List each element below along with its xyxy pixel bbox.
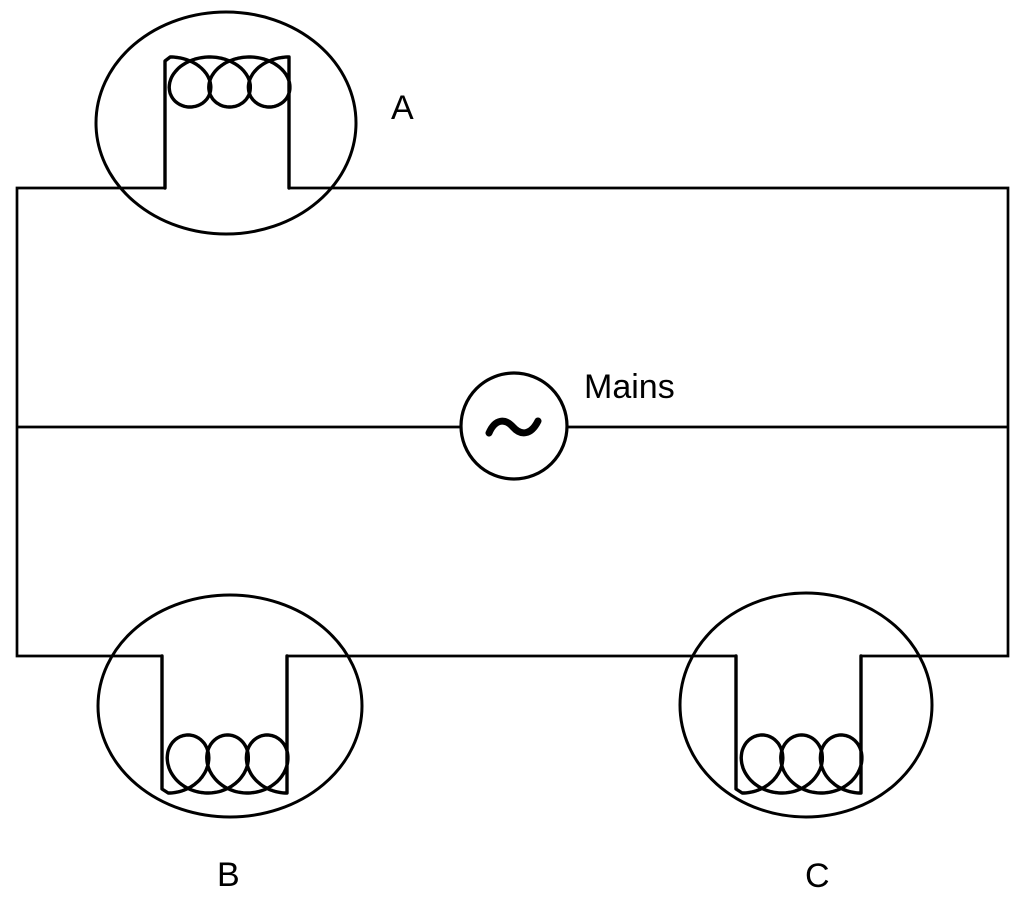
lamp-b-filament-icon	[160, 654, 290, 795]
lamp-a-label: A	[391, 89, 414, 127]
lamp-b-label: B	[217, 856, 240, 894]
lamp-a-bulb	[94, 10, 358, 236]
lamp-c-bulb	[678, 591, 934, 819]
mains-label: Mains	[584, 368, 675, 406]
lamp-c-label: C	[805, 857, 830, 895]
lamp-a-filament-icon	[163, 55, 292, 190]
lamp-b-bulb	[96, 593, 364, 819]
circuit-wires	[15, 186, 1010, 658]
ac-waveform-icon	[485, 417, 542, 437]
lamp-c-filament-icon	[734, 654, 864, 795]
